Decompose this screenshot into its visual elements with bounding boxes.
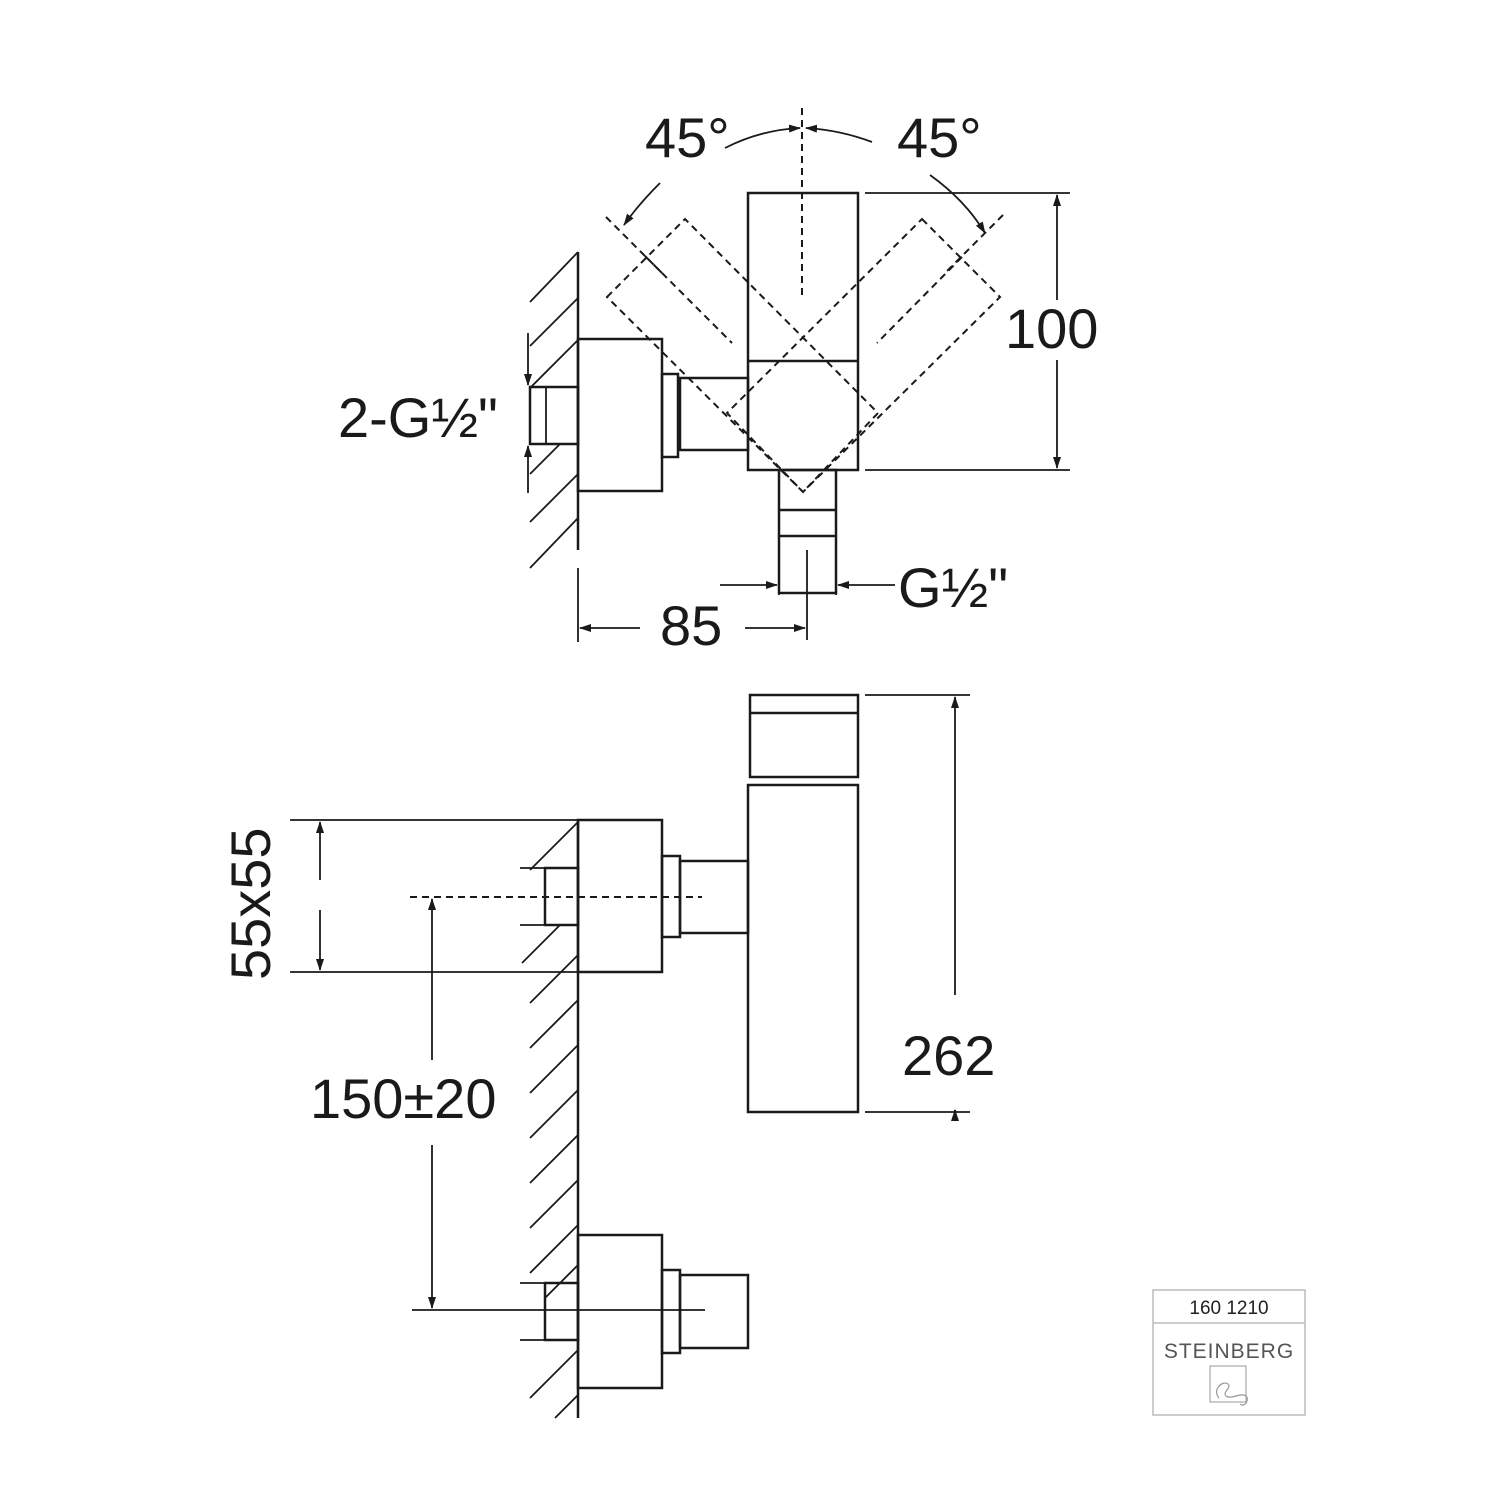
outlet-thread-label: G½" bbox=[898, 556, 1008, 619]
total-height-label: 262 bbox=[902, 1024, 995, 1087]
side-view: 262 55x55 150±20 bbox=[219, 693, 995, 1419]
flange-top bbox=[660, 372, 680, 459]
brand-name: STEINBERG bbox=[1164, 1340, 1294, 1363]
handle-rotated-left bbox=[605, 217, 880, 494]
connecting-pipe-lower bbox=[678, 1273, 750, 1350]
wall-top bbox=[529, 251, 580, 642]
connecting-pipe-top bbox=[678, 376, 750, 452]
inlet-connector-lower bbox=[543, 1281, 580, 1342]
escutcheon-top bbox=[576, 337, 664, 493]
angle-right-label: 45° bbox=[897, 106, 982, 169]
escutcheon-dim-label: 55x55 bbox=[219, 827, 282, 980]
angle-left-label: 45° bbox=[645, 106, 730, 169]
center-distance-label: 150±20 bbox=[310, 1067, 496, 1130]
top-view: 45° 45° 100 2-G½" G½" 85 bbox=[338, 106, 1098, 657]
escutcheon-lower bbox=[576, 1233, 664, 1390]
thermostat-handle bbox=[748, 693, 860, 779]
handle-rotated-right bbox=[725, 217, 1002, 494]
height-dim-label: 100 bbox=[1005, 297, 1098, 360]
inlet-connector-upper bbox=[543, 866, 580, 927]
title-block: 160 1210 STEINBERG bbox=[1152, 1289, 1306, 1416]
brand-logo-icon bbox=[1209, 1365, 1248, 1406]
depth-dim-label: 85 bbox=[660, 594, 722, 657]
article-number: 160 1210 bbox=[1189, 1298, 1268, 1319]
inlet-connector-top bbox=[528, 385, 580, 446]
mixer-body-side bbox=[746, 783, 860, 1114]
wall-side bbox=[521, 820, 580, 1419]
inlet-thread-label: 2-G½" bbox=[338, 386, 498, 449]
flange-lower bbox=[660, 1268, 682, 1355]
